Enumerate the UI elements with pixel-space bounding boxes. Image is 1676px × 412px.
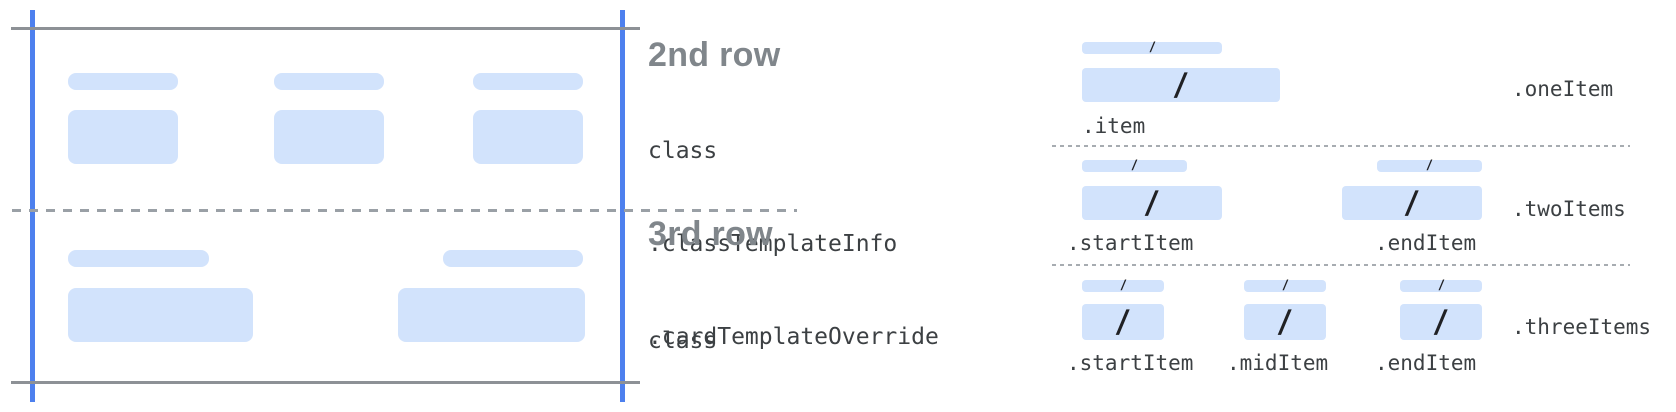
field-label-bar	[274, 73, 384, 90]
item-label-bar: /	[1244, 278, 1326, 293]
two-items-group-label: .twoItems	[1512, 197, 1626, 221]
row2-class-path: class .classTemplateInfo .cardTemplateOv…	[648, 74, 980, 412]
field-value-block	[68, 110, 178, 164]
code-line: .cardTemplateOverride	[648, 324, 939, 350]
item-value-bar: /	[1244, 304, 1326, 340]
code-line: .classTemplateInfo	[648, 231, 898, 257]
start-item-field-label: .startItem	[1067, 231, 1194, 255]
row2-heading: 2nd row	[648, 36, 781, 74]
item-value-bar: /	[1342, 185, 1482, 221]
item-value-bar: /	[1400, 304, 1482, 340]
row3-heading: 3rd row	[648, 215, 773, 253]
item-label-bar: /	[1082, 278, 1164, 293]
field-value-block	[274, 110, 384, 164]
field-value-block	[473, 110, 583, 164]
code-line: class	[648, 138, 718, 164]
row-divider-dashed-line	[12, 209, 797, 212]
item-value-bar: /	[1082, 304, 1164, 340]
card-top-line	[11, 27, 640, 30]
field-label-bar	[68, 73, 178, 90]
end-item-field-label: .endItem	[1375, 351, 1477, 375]
field-value-block	[68, 288, 253, 342]
field-label-bar	[473, 73, 583, 90]
row3-class-path: class .classTemplateInfo .cardTemplateOv…	[648, 264, 980, 412]
field-label-bar	[68, 250, 209, 267]
three-items-group-label: .threeItems	[1512, 315, 1652, 339]
item-label-bar: /	[1082, 40, 1222, 55]
start-item-field-label: .startItem	[1067, 351, 1194, 375]
code-line: class	[648, 328, 718, 354]
field-value-block	[398, 288, 585, 342]
one-item-group-label: .oneItem	[1512, 77, 1614, 101]
item-value-bar: /	[1082, 185, 1222, 221]
card-right-guide-line	[620, 10, 625, 402]
item-label-bar: /	[1377, 158, 1482, 173]
field-label-bar	[443, 250, 583, 267]
item-label-bar: /	[1400, 278, 1482, 293]
item-label-bar: /	[1082, 158, 1187, 173]
item-value-bar: /	[1082, 67, 1280, 103]
card-bottom-line	[11, 381, 640, 384]
item-field-label: .item	[1082, 114, 1146, 138]
section-divider-dotted-line	[1052, 264, 1630, 266]
card-left-guide-line	[30, 10, 35, 402]
section-divider-dotted-line	[1052, 145, 1630, 147]
end-item-field-label: .endItem	[1375, 231, 1477, 255]
mid-item-field-label: .midItem	[1227, 351, 1329, 375]
